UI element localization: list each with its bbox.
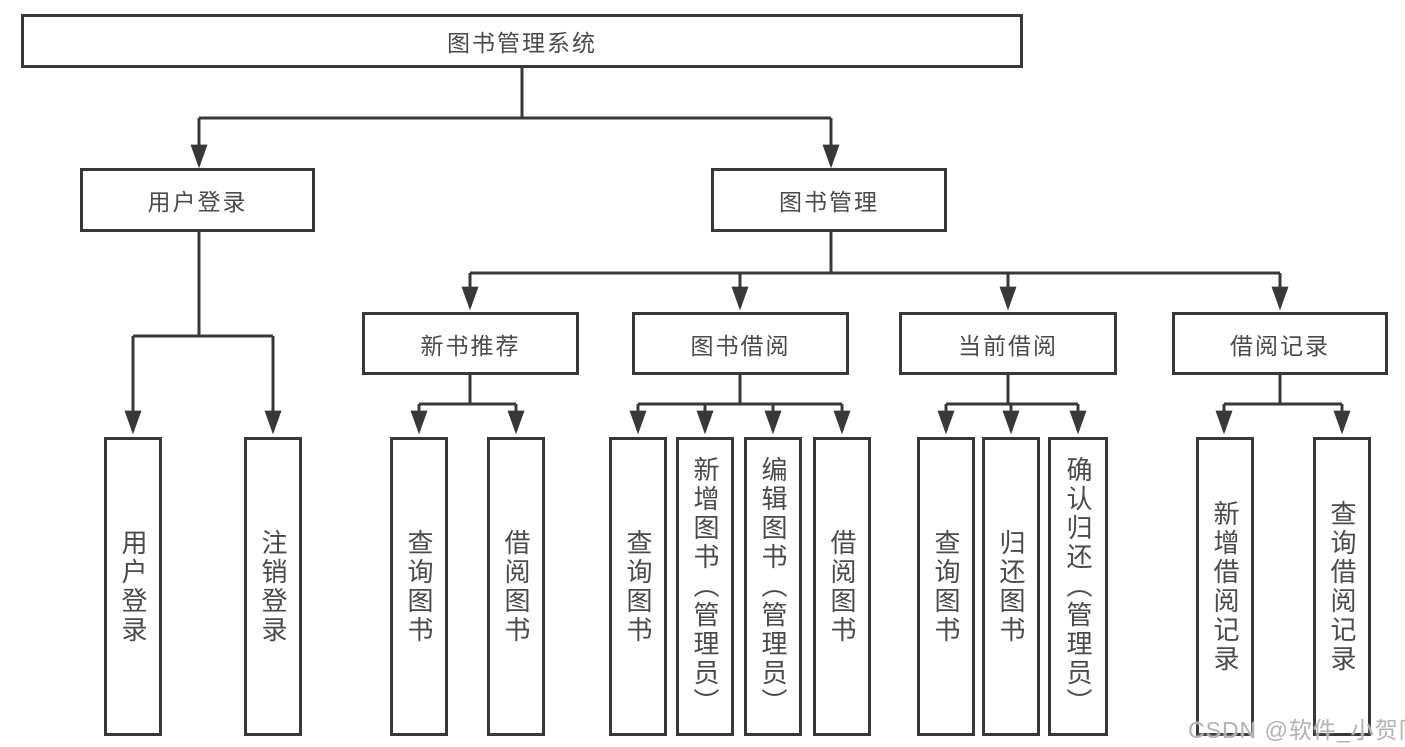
leaf-query-books-recommend-label: 查询图书 <box>404 528 434 645</box>
leaf-query-books-current-label: 查询图书 <box>931 528 961 645</box>
leaf-query-books-borrow-label: 查询图书 <box>623 528 653 645</box>
leaf-return-books-label: 归还图书 <box>996 528 1026 645</box>
leaf-edit-books-admin: 编辑图书（管理员） <box>744 437 802 736</box>
leaf-edit-books-admin-label: 编辑图书（管理员） <box>758 456 788 717</box>
branch-book-management: 图书管理 <box>711 168 947 232</box>
leaf-add-borrow-record: 新增借阅记录 <box>1196 437 1254 736</box>
node-new-book-recommend-label: 新书推荐 <box>420 332 521 359</box>
leaf-add-borrow-record-label: 新增借阅记录 <box>1210 499 1240 674</box>
leaf-borrow-books-recommend-label: 借阅图书 <box>501 528 531 645</box>
node-system-title: 图书管理系统 <box>21 14 1023 68</box>
leaf-query-books-current: 查询图书 <box>917 437 975 736</box>
leaf-borrow-books: 借阅图书 <box>813 437 871 736</box>
leaf-query-borrow-record: 查询借阅记录 <box>1313 437 1371 736</box>
node-current-borrow-label: 当前借阅 <box>958 332 1058 359</box>
leaf-query-borrow-record-label: 查询借阅记录 <box>1327 499 1357 674</box>
branch-user-login-label: 用户登录 <box>147 189 248 215</box>
node-new-book-recommend: 新书推荐 <box>362 312 579 375</box>
node-book-borrow: 图书借阅 <box>632 312 849 375</box>
node-borrow-records: 借阅记录 <box>1172 312 1388 375</box>
leaf-logout-label: 注销登录 <box>258 528 288 645</box>
leaf-confirm-return-admin: 确认归还（管理员） <box>1048 437 1108 736</box>
leaf-borrow-books-recommend: 借阅图书 <box>487 437 545 736</box>
leaf-query-books-borrow: 查询图书 <box>609 437 667 736</box>
leaf-add-books-admin-label: 新增图书（管理员） <box>690 456 720 717</box>
leaf-return-books: 归还图书 <box>982 437 1040 736</box>
branch-book-management-label: 图书管理 <box>779 189 879 215</box>
csdn-watermark: CSDN @软件_小贺同学 <box>1188 717 1405 743</box>
leaf-borrow-books-label: 借阅图书 <box>827 528 857 645</box>
branch-user-login: 用户登录 <box>80 168 315 232</box>
node-current-borrow: 当前借阅 <box>899 312 1117 375</box>
node-book-borrow-label: 图书借阅 <box>690 332 791 359</box>
leaf-logout: 注销登录 <box>244 437 302 736</box>
leaf-user-login-label: 用户登录 <box>118 528 148 645</box>
node-system-title-label: 图书管理系统 <box>447 30 597 56</box>
leaf-confirm-return-admin-label: 确认归还（管理员） <box>1063 456 1093 717</box>
leaf-user-login: 用户登录 <box>104 437 162 736</box>
node-borrow-records-label: 借阅记录 <box>1230 332 1330 359</box>
leaf-query-books-recommend: 查询图书 <box>390 437 448 736</box>
leaf-add-books-admin: 新增图书（管理员） <box>676 437 734 736</box>
